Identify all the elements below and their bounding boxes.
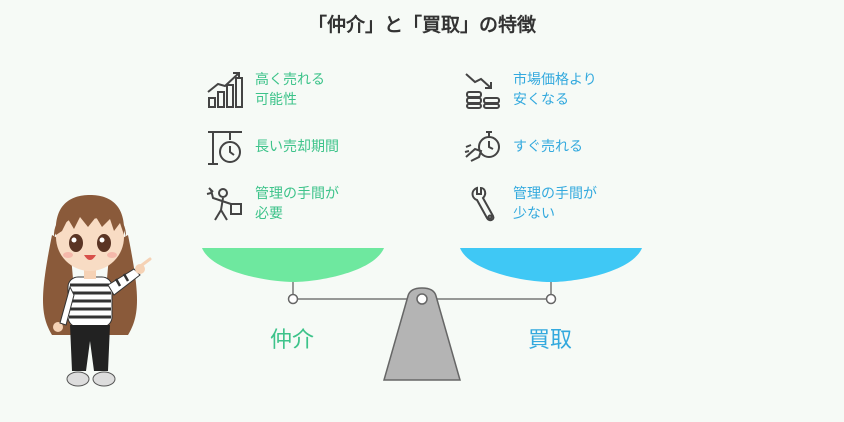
stopwatch-hand-icon xyxy=(463,127,503,167)
brokerage-pivot xyxy=(287,293,299,305)
brokerage-pan xyxy=(202,248,384,282)
person-working-icon xyxy=(205,184,245,224)
hourglass-clock-icon xyxy=(205,127,245,167)
rising-bar-chart-icon xyxy=(205,70,245,110)
falling-coins-icon xyxy=(463,70,503,110)
purchase-feature-text: すぐ売れる xyxy=(513,139,583,155)
brokerage-feature-management-needed: 管理の手間が 必要 xyxy=(205,184,339,224)
purchase-feature-lower-price: 市場価格より 安くなる xyxy=(463,70,597,110)
fulcrum-pivot xyxy=(416,293,428,305)
wrench-icon xyxy=(463,184,503,224)
purchase-feature-quick-sale: すぐ売れる xyxy=(463,127,583,167)
purchase-pivot xyxy=(545,293,557,305)
purchase-feature-less-management: 管理の手間が 少ない xyxy=(463,184,597,224)
purchase-feature-text: 市場価格より 安くなる xyxy=(513,72,597,108)
diagram-title: 「仲介」と「買取」の特徴 xyxy=(307,14,536,36)
brokerage-feature-text: 高く売れる 可能性 xyxy=(255,72,325,108)
brokerage-feature-text: 長い売却期間 xyxy=(255,139,339,155)
scale-fulcrum xyxy=(383,287,461,381)
brokerage-feature-text: 管理の手間が 必要 xyxy=(255,186,339,222)
purchase-feature-text: 管理の手間が 少ない xyxy=(513,186,597,222)
girl-character-illustration xyxy=(43,195,152,387)
purchase-label: 買取 xyxy=(528,328,573,353)
brokerage-feature-high-price: 高く売れる 可能性 xyxy=(205,70,325,110)
brokerage-feature-long-period: 長い売却期間 xyxy=(205,127,339,167)
purchase-pan xyxy=(460,248,642,282)
brokerage-label: 仲介 xyxy=(270,328,315,353)
